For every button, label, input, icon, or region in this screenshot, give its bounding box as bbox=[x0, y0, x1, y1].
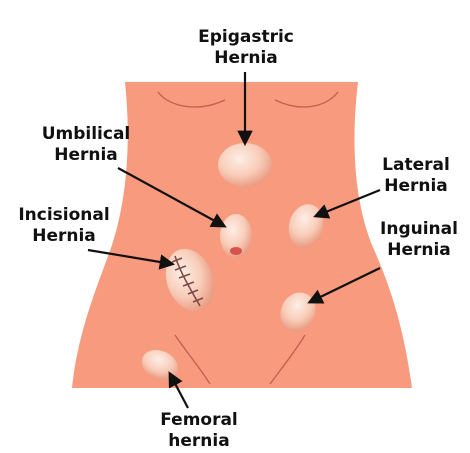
inguinal-arrow bbox=[307, 267, 381, 304]
femoral-arrow bbox=[168, 371, 189, 409]
label-incisional-line1: Incisional bbox=[18, 205, 110, 225]
chest-contour-right bbox=[274, 91, 339, 108]
label-epigastric-hernia: Epigastric Hernia bbox=[189, 27, 303, 69]
umbilical-bulge bbox=[220, 214, 252, 258]
label-umbilical-line2: Hernia bbox=[54, 145, 118, 165]
incisional-arrow bbox=[87, 248, 176, 270]
umbilical-arrow bbox=[117, 167, 227, 228]
label-inguinal-line1: Inguinal bbox=[380, 219, 458, 239]
lateral-arrow bbox=[313, 188, 381, 219]
label-inguinal-hernia: Inguinal Hernia bbox=[372, 219, 466, 261]
inguinal-bulge bbox=[280, 292, 316, 332]
stitches-icon bbox=[171, 255, 204, 307]
epigastric-bulge bbox=[218, 143, 272, 187]
groin-contour-left bbox=[174, 334, 211, 385]
label-umbilical-hernia: Umbilical Hernia bbox=[34, 124, 138, 166]
groin-contour-right bbox=[269, 334, 306, 385]
label-inguinal-line2: Hernia bbox=[387, 240, 451, 260]
label-incisional-line2: Hernia bbox=[32, 226, 96, 246]
label-incisional-hernia: Incisional Hernia bbox=[12, 205, 116, 247]
label-lateral-hernia: Lateral Hernia bbox=[376, 155, 456, 197]
label-epigastric-line1: Epigastric bbox=[198, 27, 294, 47]
label-femoral-hernia: Femoral hernia bbox=[153, 410, 245, 452]
label-epigastric-line2: Hernia bbox=[214, 48, 278, 68]
chest-contour-left bbox=[157, 91, 226, 108]
label-femoral-line2: hernia bbox=[168, 431, 230, 451]
label-femoral-line1: Femoral bbox=[160, 410, 238, 430]
navel-icon bbox=[230, 247, 242, 255]
label-lateral-line1: Lateral bbox=[382, 155, 450, 175]
label-lateral-line2: Hernia bbox=[384, 176, 448, 196]
label-umbilical-line1: Umbilical bbox=[41, 124, 131, 144]
